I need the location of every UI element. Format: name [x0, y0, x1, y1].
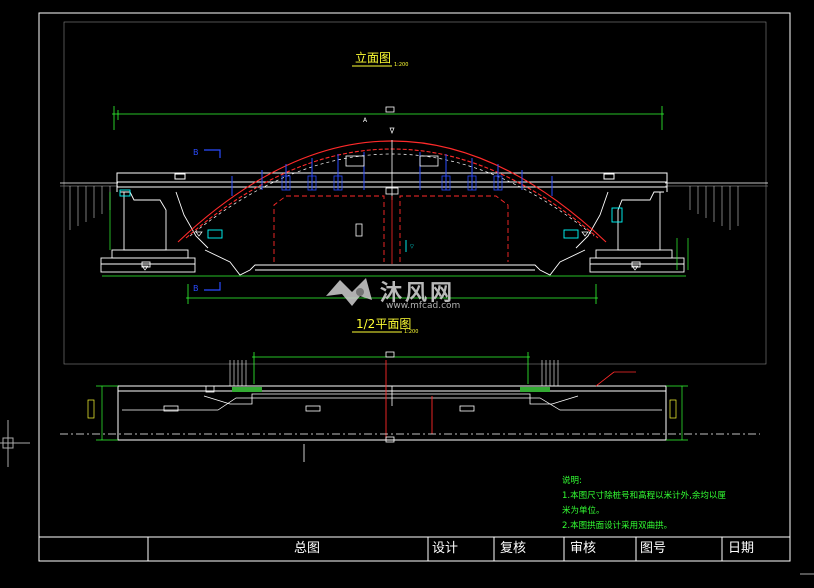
notes-line-1: 1.本图尺寸除桩号和高程以米计外,余均以厘 — [562, 491, 726, 501]
ucs-crosshair — [0, 420, 30, 467]
section-mark-a: A — [363, 117, 368, 124]
elevation-side-dimensions — [109, 192, 689, 270]
watermark-url: www.mfcad.com — [386, 301, 461, 311]
watermark-logo-icon — [326, 278, 372, 306]
crown-annotation: ▽ — [410, 244, 414, 250]
plan-title: 1/2平面图 — [356, 317, 411, 331]
title-block-date: 日期 — [728, 541, 755, 556]
plan-small-boxes — [163, 385, 475, 443]
piles-left — [69, 186, 111, 230]
crown-detail — [345, 140, 439, 200]
notes-heading: 说明: — [562, 476, 582, 486]
right-abutment — [575, 191, 685, 273]
section-b-bottom-arrow — [204, 282, 221, 291]
plan-left-label — [87, 399, 95, 419]
elevation-bottom-dimension — [102, 275, 686, 304]
piles-right — [689, 186, 739, 230]
cyan-details — [119, 189, 623, 252]
elevation-markers — [141, 231, 639, 271]
viewport-frame — [63, 21, 767, 365]
notes-line-2: 米为单位。 — [562, 506, 605, 516]
title-block-design: 设计 — [432, 541, 459, 556]
elevation-title: 立面图 — [355, 50, 391, 65]
chamber-door — [355, 223, 363, 237]
section-b-top-arrow — [204, 149, 221, 158]
hanger-brackets — [281, 175, 503, 191]
title-block-drawing-name: 总图 — [294, 541, 321, 556]
elevation-scale: 1:200 — [394, 62, 408, 68]
plan-scale: 1:200 — [404, 329, 418, 335]
plan-leader-right — [595, 371, 615, 387]
title-block — [38, 536, 791, 562]
plan-wing-hatch — [232, 387, 550, 392]
plan-abutment-ticks — [229, 360, 559, 386]
notes-line-3: 2.本图拱面设计采用双曲拱。 — [562, 521, 673, 531]
design-notes: 说明: 1.本图尺寸除桩号和高程以米计外,余均以厘 米为单位。 2.本图拱面设计… — [562, 474, 726, 534]
plan-side-dimensions — [96, 385, 688, 441]
title-block-recheck: 复核 — [500, 541, 527, 556]
watermark-brand: 沐风网 — [380, 281, 456, 306]
title-block-review: 审核 — [570, 541, 597, 556]
inner-chamber — [273, 195, 509, 262]
ground-lines — [60, 182, 768, 187]
riverbed-profile — [204, 249, 586, 276]
title-block-drawing-no: 图号 — [640, 541, 667, 556]
section-mark-b-top: B — [193, 148, 199, 157]
left-abutment — [100, 191, 209, 273]
plan-right-label — [669, 399, 677, 419]
plan-dimension-label — [385, 351, 395, 358]
dimension-label-top — [385, 106, 395, 113]
elevation-marker-top — [389, 127, 395, 134]
plan-center-lines — [385, 360, 433, 440]
elevation-top-dimension — [112, 106, 664, 130]
section-mark-b-bottom: B — [193, 284, 199, 293]
